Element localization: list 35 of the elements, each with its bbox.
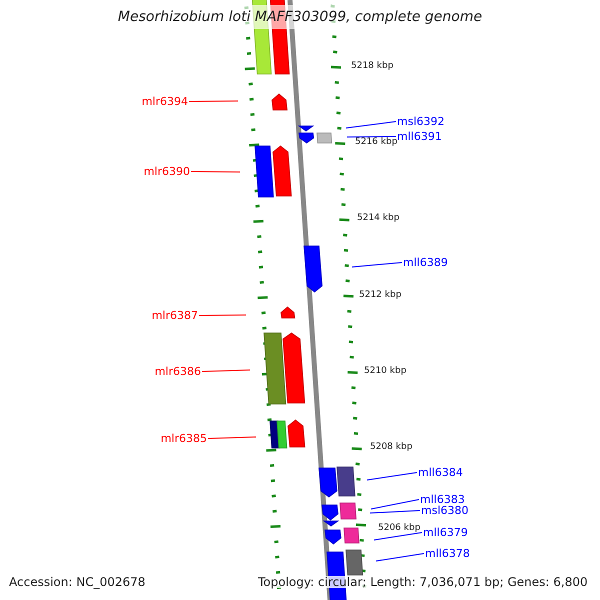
leader-line bbox=[346, 121, 396, 128]
gene-label: mll6391 bbox=[397, 130, 442, 143]
accession-text: Accession: NC_002678 bbox=[9, 576, 146, 588]
scale-label: 5210 kbp bbox=[364, 366, 406, 376]
leader-line bbox=[370, 510, 420, 514]
gene-label: mll6378 bbox=[425, 547, 470, 560]
scale-label: 5216 kbp bbox=[355, 138, 398, 147]
leader-line bbox=[190, 171, 240, 172]
leader-line bbox=[370, 499, 420, 510]
genome-info-text: Topology: circular; Length: 7,036,071 bp; Genes: 6,800 bbox=[258, 576, 588, 588]
gene-label: mlr6387 bbox=[152, 309, 198, 322]
gene-label: mlr6394 bbox=[142, 95, 188, 108]
gene-label: mlr6385 bbox=[160, 432, 207, 445]
gene-label: msl6392 bbox=[397, 115, 444, 128]
gene-label: mll6383 bbox=[420, 493, 465, 506]
leader-line bbox=[208, 436, 256, 439]
leader-line bbox=[346, 136, 396, 138]
leader-line bbox=[202, 370, 250, 372]
leader-line bbox=[198, 314, 246, 316]
gene-label: msl6380 bbox=[421, 504, 468, 517]
scale-label: 5218 kbp bbox=[351, 62, 394, 71]
gene-label: mll6384 bbox=[418, 466, 463, 479]
leader-line bbox=[366, 472, 418, 480]
gene-label: mlr6386 bbox=[154, 365, 201, 378]
scale-label: 5214 kbp bbox=[357, 214, 400, 223]
leader-line bbox=[352, 262, 402, 268]
leader-line bbox=[376, 553, 424, 562]
gene-label: mlr6390 bbox=[144, 165, 190, 178]
scale-label: 5208 kbp bbox=[370, 442, 412, 452]
gene-label: mll6379 bbox=[423, 526, 468, 539]
gene-label: mll6389 bbox=[403, 256, 448, 269]
leader-line bbox=[188, 100, 238, 102]
scale-label: 5206 kbp bbox=[378, 524, 420, 533]
leader-line bbox=[374, 532, 422, 540]
scale-label: 5212 kbp bbox=[359, 290, 402, 300]
